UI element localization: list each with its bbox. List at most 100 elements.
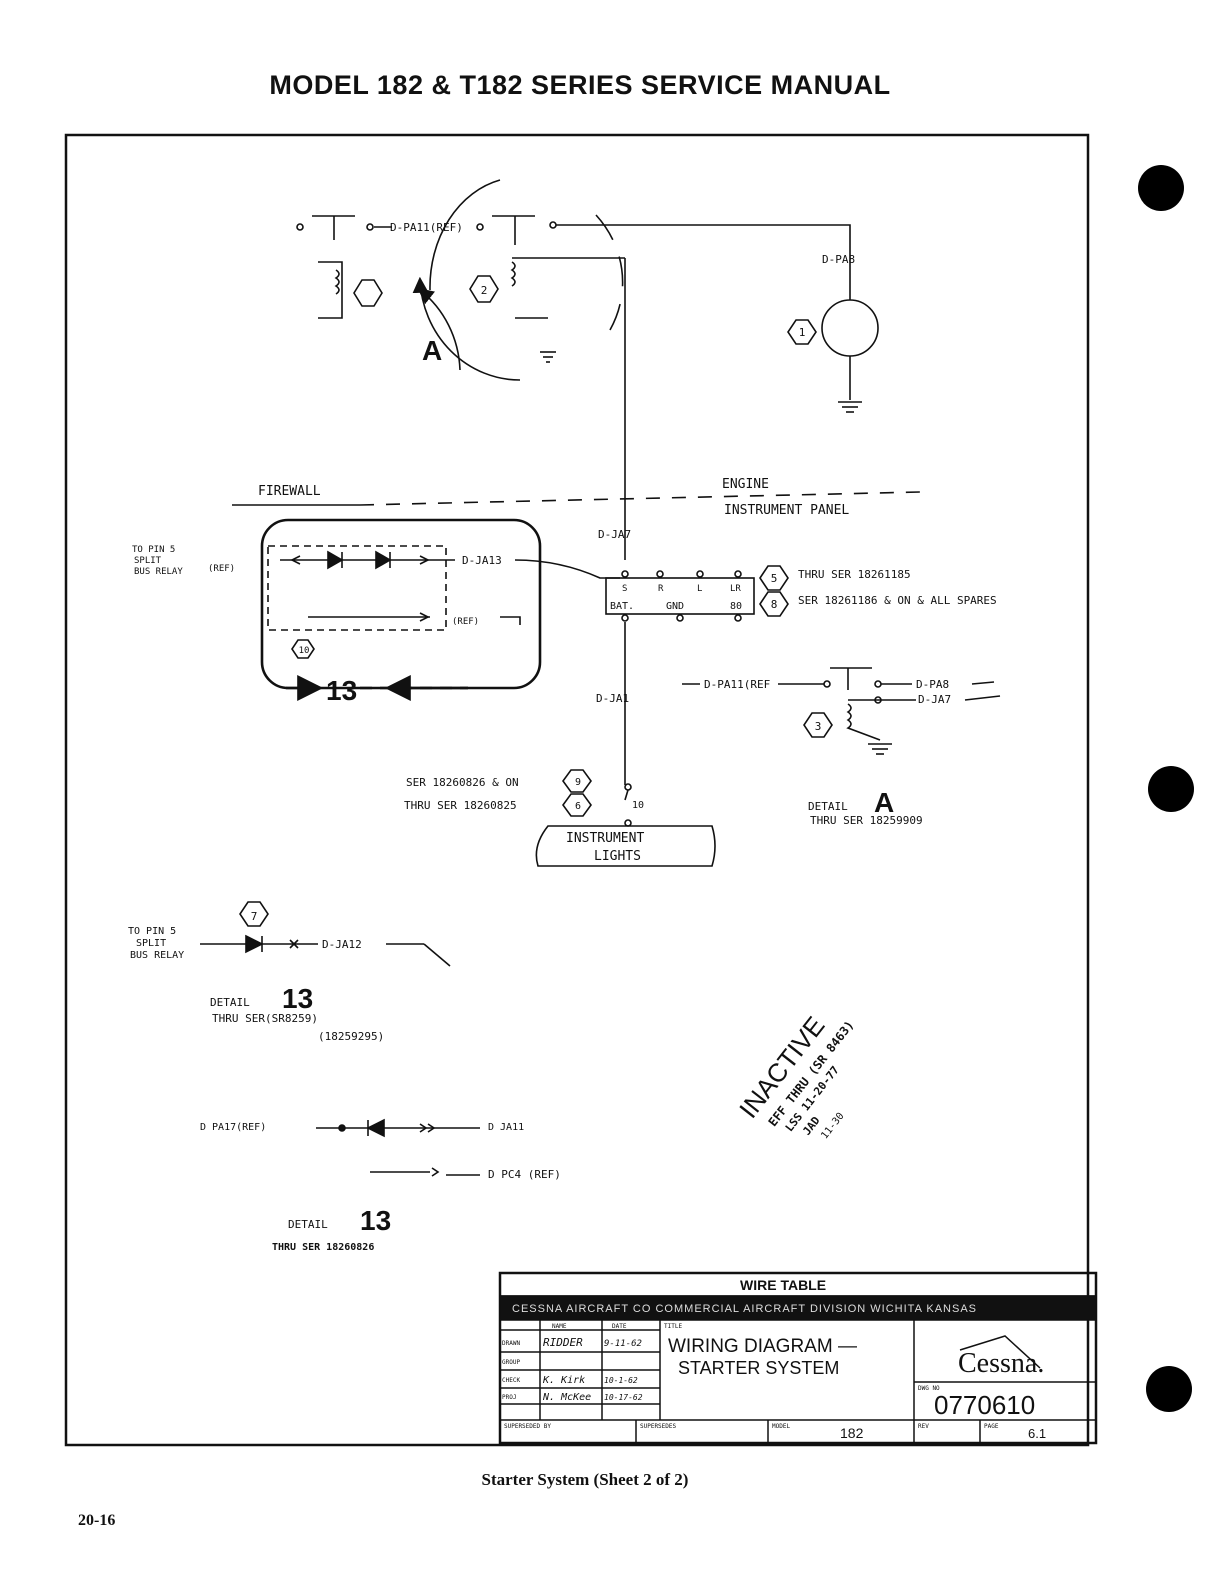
- row-proj-name: N. McKee: [542, 1392, 591, 1403]
- note-thru-ser-5: THRU SER 18261185: [798, 568, 911, 581]
- callout-9-text: 9: [575, 777, 581, 788]
- note-thru-ser-6: THRU SER 18260825: [404, 799, 517, 812]
- harness-ref-2: (REF): [452, 617, 479, 627]
- wire-label-pa8: D-PA8: [822, 253, 855, 266]
- harness-to-pin: TO PIN 5: [132, 545, 175, 555]
- detail-ref-13-harness: 13: [326, 675, 357, 706]
- detail-b2-group: [316, 1118, 480, 1177]
- tb-top-l: L: [697, 584, 702, 594]
- detail-b1-bus-relay: BUS RELAY: [130, 950, 184, 961]
- box-instrument: INSTRUMENT: [566, 831, 644, 846]
- detail-b1-group: [200, 901, 451, 967]
- tb-bottom-gnd: GND: [666, 601, 684, 612]
- hex-callout-blank: [353, 279, 383, 307]
- page-number: 20-16: [78, 1512, 116, 1529]
- harness-split: SPLIT: [134, 556, 162, 566]
- hex-callout-2: [469, 275, 499, 303]
- detail-b2-marker: 13: [360, 1205, 391, 1236]
- binder-hole-bottom: [1146, 1366, 1192, 1412]
- note-ser-9: SER 18260826 & ON: [406, 776, 519, 789]
- detail-b1-to-pin: TO PIN 5: [128, 926, 176, 937]
- row-proj-role: PROJ: [502, 1394, 516, 1401]
- binder-hole-top: [1138, 165, 1184, 211]
- dwg-no-label: DWG NO: [918, 1385, 940, 1392]
- superseded-by-label: SUPERSEDED BY: [504, 1423, 551, 1430]
- note-ser-8: SER 18261186 & ON & ALL SPARES: [798, 594, 997, 607]
- model-label: MODEL: [772, 1423, 790, 1430]
- wire-label-pa11-ref: D-PA11(REF): [390, 221, 463, 234]
- rev-label: REV: [918, 1423, 929, 1430]
- box-lights: LIGHTS: [594, 849, 641, 864]
- drawing-title-line2: STARTER SYSTEM: [678, 1358, 839, 1378]
- tb-bottom-bat: BAT.: [610, 601, 634, 612]
- pin-10: 10: [632, 800, 644, 811]
- detail-a-marker: A: [874, 787, 894, 818]
- dwg-no: 0770610: [934, 1390, 1035, 1420]
- hex-callout-9: [562, 769, 592, 793]
- harness-bus-relay: BUS RELAY: [134, 567, 183, 577]
- supersedes-label: SUPERSEDES: [640, 1423, 677, 1430]
- wire-label-ja1: D-JA1: [596, 692, 629, 705]
- title-block: [498, 1271, 1098, 1445]
- hex-callout-1: [787, 319, 817, 345]
- page-title: MODEL 182 & T182 SERIES SERVICE MANUAL: [269, 70, 891, 100]
- tb-top-s: S: [622, 584, 627, 594]
- starter-relay-group: [296, 179, 879, 560]
- row-drawn-role: DRAWN: [502, 1340, 520, 1347]
- wire-label-ja7: D-JA7: [598, 528, 631, 541]
- inactive-stamp: INACTIVE EFF THRU (SR 8463) LSS 11-20-77…: [733, 1011, 857, 1142]
- page-value: 6.1: [1028, 1426, 1046, 1441]
- detail-b1-marker: 13: [282, 983, 313, 1014]
- page-label: PAGE: [984, 1423, 999, 1430]
- harness-ref: (REF): [208, 564, 235, 574]
- drawing-border: [64, 133, 1090, 1447]
- wire-label-ja13: D-JA13: [462, 554, 502, 567]
- model-value: 182: [840, 1425, 864, 1441]
- callout-1-text: 1: [799, 326, 806, 339]
- detail-b2-wire-right: D JA11: [488, 1122, 524, 1133]
- col-name: NAME: [552, 1323, 567, 1330]
- detail-a-wire-pa8: D-PA8: [916, 678, 949, 691]
- detail-a-note: THRU SER 18259909: [810, 814, 923, 827]
- callout-8-text: 8: [771, 598, 778, 611]
- row-drawn-date: 9-11-62: [604, 1339, 642, 1349]
- detail-marker-a-top: A: [422, 335, 442, 366]
- tb-top-lr: LR: [730, 584, 741, 594]
- row-proj-date: 10-17-62: [604, 1393, 643, 1402]
- detail-b1-wire: D-JA12: [322, 938, 362, 951]
- callout-5-text: 5: [771, 572, 778, 585]
- hex-callout-5: [759, 565, 789, 591]
- cessna-logo: Cessna.: [958, 1348, 1044, 1379]
- detail-b1-note1: THRU SER(SR8259): [212, 1012, 318, 1025]
- col-date: DATE: [612, 1323, 627, 1330]
- company-banner: CESSNA AIRCRAFT CO COMMERCIAL AIRCRAFT D…: [512, 1303, 977, 1315]
- callout-7-text: 7: [251, 910, 258, 923]
- figure-caption: Starter System (Sheet 2 of 2): [481, 1470, 689, 1489]
- detail-a-wire-ref: D-PA11(REF: [704, 678, 770, 691]
- row-drawn-name: RIDDER: [543, 1336, 583, 1349]
- detail-b2-note: THRU SER 18260826: [272, 1242, 374, 1253]
- detail-b2-wire-left: D PA17(REF): [200, 1122, 266, 1133]
- tb-top-r: R: [658, 584, 664, 594]
- col-title: TITLE: [664, 1323, 682, 1330]
- row-check-name: K. Kirk: [542, 1375, 585, 1386]
- terminal-block-group: [605, 565, 789, 785]
- hex-callout-8: [759, 591, 789, 617]
- detail-a-group: [682, 667, 1001, 755]
- label-instrument-panel: INSTRUMENT PANEL: [724, 503, 849, 518]
- detail-b2-label: DETAIL: [288, 1218, 328, 1231]
- row-check-role: CHECK: [502, 1377, 520, 1384]
- callout-6-text: 6: [575, 801, 581, 812]
- detail-b1-note2: (18259295): [318, 1030, 384, 1043]
- hex-callout-6: [562, 793, 592, 817]
- binder-hole-middle: [1148, 766, 1194, 812]
- hex-callout-3: [803, 712, 833, 738]
- detail-a-label: DETAIL: [808, 800, 848, 813]
- callout-3-text: 3: [815, 720, 822, 733]
- hex-callout-10: [291, 639, 315, 659]
- row-group-role: GROUP: [502, 1359, 520, 1366]
- label-firewall: FIREWALL: [258, 484, 321, 499]
- firewall-divider: [232, 491, 921, 506]
- wire-table-label: WIRE TABLE: [740, 1277, 826, 1293]
